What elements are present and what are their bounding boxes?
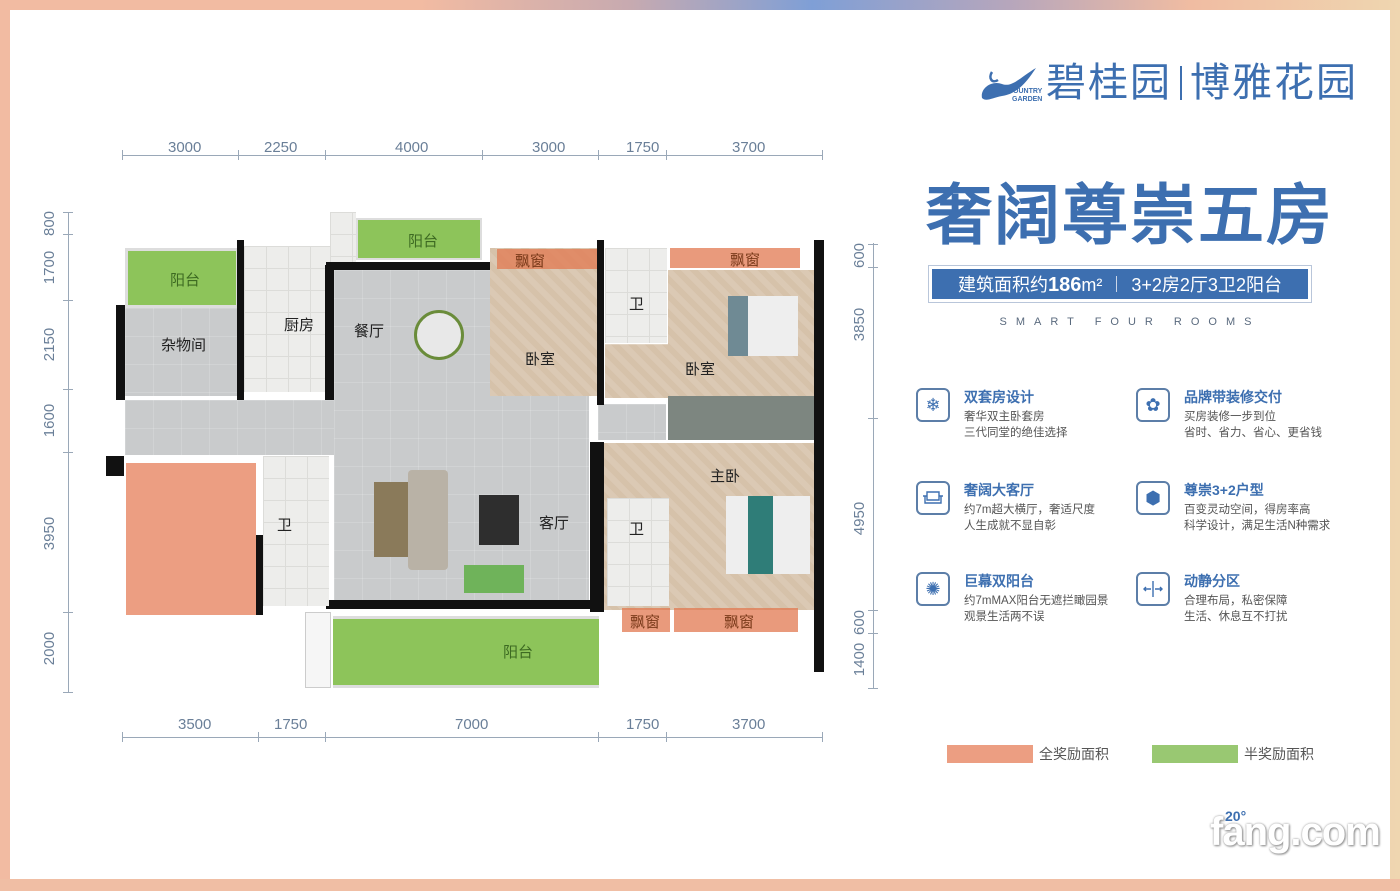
dimension-line-bottom: [122, 737, 822, 738]
floor-plan: 3000 2250 4000 3000 1750 3700 3500 1750 …: [41, 139, 878, 742]
balcony-s-ledge: [305, 612, 331, 688]
feature-living-room: 奢阔大客厅约7m超大横厅，奢适尺度人生成就不显自彰: [916, 481, 1095, 534]
dimension-line-top: [122, 155, 822, 156]
dim-left-4: 1600: [41, 403, 59, 438]
legend-full-award: 全奖励面积: [947, 744, 1109, 764]
subtitle: SMART FOUR ROOMS: [999, 316, 1261, 328]
area-info-bar: 建筑面积约186m² 3+2房2厅3卫2阳台: [928, 265, 1312, 303]
project-name: 博雅花园: [1190, 60, 1358, 106]
dim-left-6: 2000: [41, 631, 59, 666]
snowflake-hexagon-icon: ❄: [916, 388, 950, 422]
brand-name: 碧桂园: [1046, 60, 1172, 106]
bay-window-2: 飘窗: [670, 248, 800, 269]
dim-bottom-4: 1750: [626, 716, 660, 733]
dim-top-4: 3000: [532, 139, 566, 156]
legend-swatch-orange: [947, 745, 1033, 763]
wardrobe: [668, 396, 814, 440]
area-text: 建筑面积约186m²: [958, 274, 1103, 296]
bay-window-1: 飘窗: [497, 249, 597, 270]
label-bedroom-2: 卧室: [685, 361, 716, 378]
room-bathroom-w: 卫: [263, 456, 329, 606]
feature-dual-suite: ❄ 双套房设计奢华双主卧套房三代同堂的绝佳选择: [916, 388, 1068, 441]
feature-decoration: ✿ 品牌带装修交付买房装修一步到位省时、省力、省心、更省钱: [1136, 388, 1322, 441]
flower-gear-icon: ✿: [1136, 388, 1170, 422]
full-award-area: [126, 463, 256, 615]
dim-left-5: 3950: [41, 516, 59, 551]
sofa-icon: [916, 481, 950, 515]
dining-table-icon: [414, 310, 464, 360]
room-bathroom-master: 卫: [607, 498, 669, 606]
bay-window-3: 飘窗: [622, 608, 670, 632]
room-hallway: [125, 400, 334, 455]
bed-icon: [728, 296, 798, 356]
legend-half-award: 半奖励面积: [1152, 744, 1314, 764]
legend-swatch-green: [1152, 745, 1238, 763]
logo-divider: [1180, 66, 1182, 100]
bay-window-4: 飘窗: [674, 608, 798, 632]
feature-balconies: ✺ 巨幕双阳台约7mMAX阳台无遮拦瞰园景观景生活两不误: [916, 572, 1108, 625]
dim-right-4: 600: [851, 609, 869, 636]
room-bathroom-n: 卫: [605, 248, 667, 343]
dim-right-2: 3850: [851, 307, 869, 342]
dimension-line-right: [873, 243, 874, 688]
dim-bottom-3: 7000: [455, 716, 489, 733]
room-bedroom-1: 卧室: [490, 248, 598, 396]
bottom-strip: [0, 879, 1400, 891]
washer-area: [330, 212, 356, 267]
armchairs-icon: [464, 565, 524, 593]
feature-zoning: 动静分区合理布局，私密保障生活、休息互不打扰: [1136, 572, 1288, 625]
master-bed-icon: [726, 496, 810, 574]
dim-right-5: 1400: [851, 642, 869, 677]
hexagon-cube-icon: ⬢: [1136, 481, 1170, 515]
dim-right-1: 600: [851, 242, 869, 269]
feature-flexible-layout: ⬢ 尊崇3+2户型百变灵动空间，得房率高科学设计，满足生活N种需求: [1136, 481, 1330, 534]
sofa-icon: [408, 470, 448, 570]
room-storage: 杂物间: [125, 308, 239, 396]
desk-icon: [374, 482, 408, 557]
dim-bottom-5: 3700: [732, 716, 766, 733]
room-balcony-nw: 阳台: [125, 248, 239, 308]
watermark: fang.com: [1210, 810, 1381, 854]
dim-left-2: 1700: [41, 250, 59, 285]
dim-top-5: 1750: [626, 139, 660, 156]
dim-bottom-1: 3500: [178, 716, 212, 733]
dim-top-1: 3000: [168, 139, 202, 156]
dim-top-3: 4000: [395, 139, 429, 156]
dim-right-3: 4950: [851, 501, 869, 536]
room-balcony-n: 阳台: [356, 218, 482, 260]
coffee-table-icon: [479, 495, 519, 545]
room-balcony-s: 阳台: [333, 616, 599, 688]
layout-text: 3+2房2厅3卫2阳台: [1131, 275, 1282, 295]
dim-top-6: 3700: [732, 139, 766, 156]
room-kitchen: 厨房: [244, 246, 331, 392]
dim-left-3: 2150: [41, 327, 59, 362]
dim-top-2: 2250: [264, 139, 298, 156]
room-hallway-east: [598, 404, 666, 440]
info-divider: [1116, 276, 1118, 292]
page-title: 奢阔尊崇五房: [926, 177, 1334, 254]
dim-left-1: 800: [41, 210, 59, 237]
watermark-badge: 20°: [1225, 808, 1247, 824]
burst-icon: ✺: [916, 572, 950, 606]
dim-bottom-2: 1750: [274, 716, 308, 733]
split-arrows-icon: [1136, 572, 1170, 606]
